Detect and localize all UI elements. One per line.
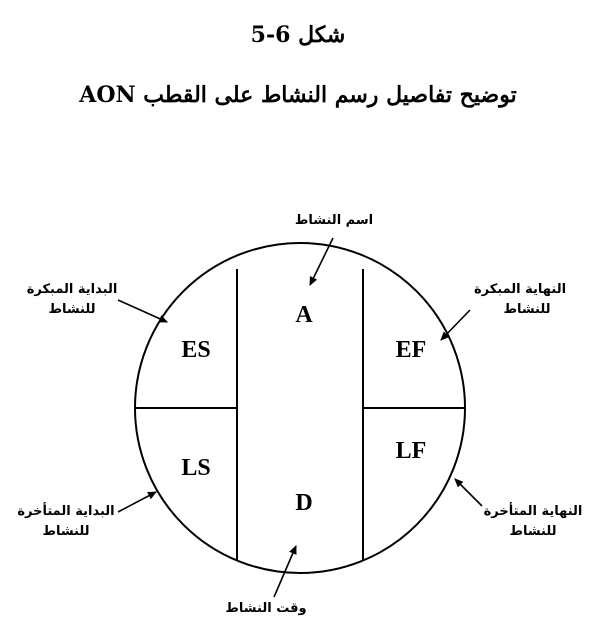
callout-early-start-line2: للنشاط bbox=[48, 302, 95, 317]
figure-number: شكل 6-5 bbox=[250, 22, 346, 48]
arrow-early-finish bbox=[440, 309, 471, 341]
late-finish-code: LF bbox=[396, 438, 427, 464]
arrow-late-start bbox=[117, 491, 157, 513]
late-start-code: LS bbox=[181, 455, 210, 481]
callout-activity-name: اسم النشاط bbox=[295, 213, 373, 228]
callout-early-finish-line1: النهاية المبكرة bbox=[474, 282, 566, 297]
duration-code: D bbox=[295, 490, 312, 516]
figure-title: توضيح تفاصيل رسم النشاط على القطب AON bbox=[79, 82, 517, 108]
activity-name-code: A bbox=[295, 302, 313, 328]
arrow-early-start bbox=[117, 299, 168, 323]
callout-late-finish-line1: النهاية المتأخرة bbox=[484, 502, 583, 519]
arrow-activity-name bbox=[309, 237, 334, 286]
arrow-duration bbox=[273, 545, 297, 598]
callout-late-start-line2: للنشاط bbox=[42, 524, 89, 539]
early-start-code: ES bbox=[181, 337, 210, 363]
arrow-late-finish bbox=[454, 478, 483, 507]
callout-late-start-line1: البداية المتأخرة bbox=[17, 502, 114, 519]
callout-late-finish-line2: للنشاط bbox=[509, 524, 556, 539]
callout-early-finish-line2: للنشاط bbox=[503, 302, 550, 317]
early-finish-code: EF bbox=[396, 337, 427, 363]
callout-early-start-line1: البداية المبكرة bbox=[27, 282, 118, 297]
callout-duration: وقت النشاط bbox=[225, 601, 306, 616]
